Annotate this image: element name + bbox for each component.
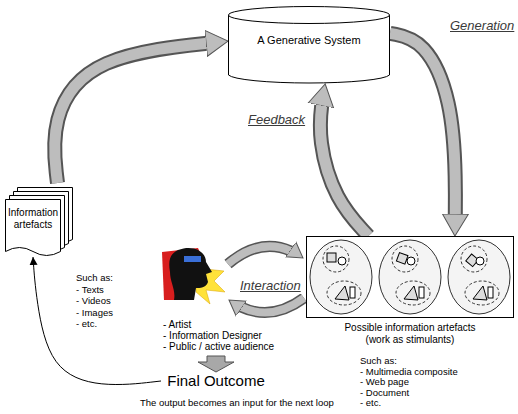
document-stack: Information artefacts: [5, 183, 75, 257]
arrow-body: [320, 84, 368, 236]
bar-shape: [488, 287, 493, 298]
artefact-ellipse: [379, 240, 441, 314]
flow-arrow: [55, 41, 228, 183]
head-silhouette: [169, 248, 212, 300]
dashed-group: [465, 281, 499, 305]
list-item: Such as:: [360, 355, 397, 366]
text-holder: Possible information artefacts (work as …: [340, 236, 480, 345]
arrow-body: [55, 41, 228, 183]
dashed-group: [396, 281, 430, 305]
node-text: Information artefacts: [5, 207, 61, 230]
square-shape: [396, 253, 408, 265]
arrow-body: [229, 298, 304, 313]
document-page: [6, 200, 61, 256]
interaction-arrows: [228, 246, 304, 312]
flow-arrow: [320, 84, 368, 236]
text-holder: A Generative System: [228, 6, 390, 47]
dashed-group: [392, 246, 418, 272]
panel-frame: [307, 237, 514, 318]
dashed-group: [461, 246, 487, 272]
list-item: - Multimedia composite: [360, 366, 458, 377]
node-text: Possible information artefacts (work as …: [340, 322, 480, 345]
list-item: - Videos: [76, 295, 111, 306]
arrow-body: [390, 33, 455, 236]
node-text: Final Outcome: [161, 372, 271, 389]
arrow-body: [228, 246, 303, 264]
artefact-panel: Possible information artefacts (work as …: [306, 236, 514, 345]
node-text: A Generative System: [228, 34, 390, 47]
triangle-shape: [404, 286, 418, 300]
feedback-line: [33, 257, 161, 385]
database-cylinder: A Generative System: [228, 6, 390, 84]
list-item: Such as:: [76, 272, 113, 283]
cylinder-body: [229, 15, 390, 83]
triangle-shape: [335, 286, 349, 300]
arrow-head: [55, 41, 228, 183]
arrow-body: [55, 41, 228, 183]
person-icon: [162, 248, 225, 304]
flow-arrow: [390, 33, 455, 236]
list-item: - etc.: [360, 397, 381, 408]
list-item: - Document: [360, 387, 409, 398]
caption: The output becomes an input for the next…: [140, 397, 334, 408]
list-item: - Texts: [76, 284, 104, 295]
edge-label: Feedback: [246, 112, 307, 127]
blue-band: [184, 256, 201, 262]
list-item: - etc.: [76, 318, 97, 329]
down-arrow: [198, 356, 234, 372]
cylinder-top: [229, 7, 390, 24]
arrow-body: [390, 33, 455, 236]
list-item: - Web page: [360, 376, 409, 387]
arrow-head: [320, 84, 368, 236]
loop-label: Interaction: [240, 278, 301, 294]
circle-shape: [407, 257, 415, 265]
outcome-text-node: Final Outcome: [161, 372, 271, 390]
flow-arrow: [33, 257, 161, 385]
circle-shape: [338, 257, 346, 265]
artefact-ellipse: [448, 240, 510, 314]
triangle-shape: [473, 286, 487, 300]
arrow-body: [229, 298, 304, 313]
bar-shape: [350, 287, 355, 298]
list-item: - Artist: [163, 319, 191, 330]
arrow-body: [320, 84, 368, 236]
arrow-body: [228, 246, 303, 264]
artefact-ellipse: [310, 240, 372, 314]
arrow-head: [390, 33, 455, 236]
edge-label: Generation: [448, 18, 516, 33]
bar-shape: [419, 287, 424, 298]
arrow-head: [228, 246, 303, 264]
square-shape: [327, 253, 336, 262]
list-item: - Images: [76, 307, 113, 318]
text-holder: Information artefacts: [5, 183, 61, 230]
circle-shape: [476, 257, 484, 265]
text-holder: Final Outcome: [161, 372, 271, 389]
list-item: - Information Designer: [163, 330, 262, 341]
dashed-group: [323, 246, 349, 272]
dashed-group: [327, 281, 361, 305]
list-item: - Public / active audience: [163, 341, 274, 352]
arrow-head: [229, 298, 304, 313]
